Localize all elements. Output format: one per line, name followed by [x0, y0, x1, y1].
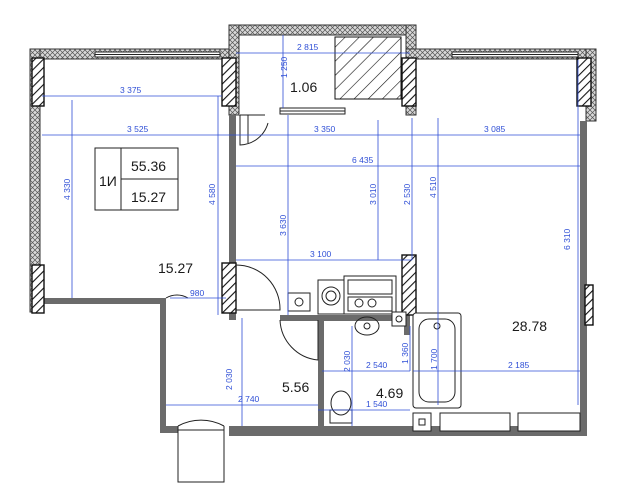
dim-kitchen-partial-depth: 4 510 — [428, 176, 438, 198]
dim-hall-height: 2 030 — [224, 368, 234, 390]
dim-bedroom-window-height: 4 580 — [207, 183, 217, 205]
columns — [31, 57, 594, 326]
fixtures — [287, 275, 581, 432]
dim-overall-width: 6 435 — [352, 155, 374, 165]
total-area: 55.36 — [131, 158, 166, 174]
bathroom-area: 4.69 — [376, 385, 403, 401]
dim-wc-width: 1 540 — [366, 399, 388, 409]
dim-bedroom-inner-width: 3 375 — [120, 85, 142, 95]
apartment-legend: 1И 55.36 15.27 — [94, 147, 179, 211]
apartment-code: 1И — [99, 173, 117, 189]
windows — [94, 51, 579, 115]
dim-hall-width: 2 740 — [238, 394, 260, 404]
dim-bedroom-outer-width: 3 525 — [127, 124, 149, 134]
dim-tub-length: 1 700 — [429, 348, 439, 370]
dim-bath-height: 2 030 — [342, 350, 352, 372]
dim-bath-partition-height: 3 010 — [368, 183, 378, 205]
loggia-storage — [334, 36, 402, 100]
dim-bedroom-height: 4 330 — [62, 178, 72, 200]
kitchen-living-area: 28.78 — [512, 318, 547, 334]
doors — [165, 114, 319, 483]
dim-kitchen-wall-height: 2 530 — [402, 183, 412, 205]
dim-loggia-width: 2 815 — [297, 42, 319, 52]
dim-door-width: 980 — [190, 288, 204, 298]
dimension-lines — [42, 35, 580, 426]
dim-tub-width: 1 360 — [400, 342, 410, 364]
dim-bath-width: 2 540 — [366, 360, 388, 370]
dim-kitchen-width: 3 085 — [484, 124, 506, 134]
dim-hall-partition-height: 3 630 — [278, 214, 288, 236]
dim-kitchen-depth: 6 310 — [562, 228, 572, 250]
hall-area: 5.56 — [282, 379, 309, 395]
dim-loggia-depth: 1 250 — [279, 56, 289, 78]
dim-corridor-width: 3 350 — [314, 124, 336, 134]
room-areas: 1.06 15.27 28.78 5.56 4.69 — [158, 79, 547, 401]
dimension-labels: 2 815 1 250 3 375 3 525 3 350 3 085 6 43… — [62, 42, 572, 409]
loggia-area: 1.06 — [290, 79, 317, 95]
living-area: 15.27 — [131, 189, 166, 205]
dim-kitchen-bottom-width: 2 185 — [508, 360, 530, 370]
bedroom-area: 15.27 — [158, 260, 193, 276]
dim-hall-bath-width: 3 100 — [310, 249, 332, 259]
